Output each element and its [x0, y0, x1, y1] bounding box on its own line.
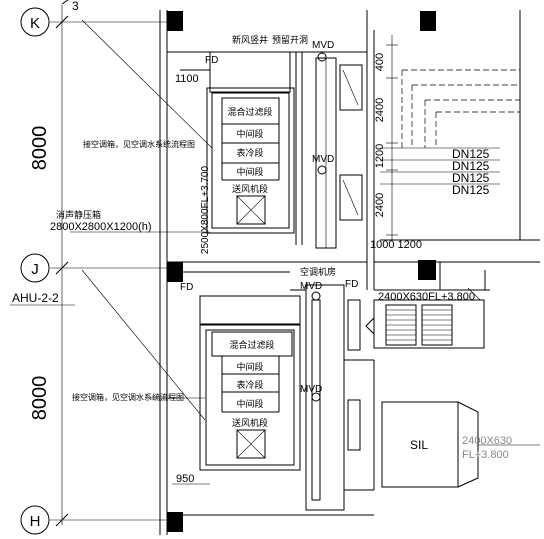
fd-label-1: FD	[205, 55, 218, 66]
axis-bubble-k: K	[20, 7, 50, 37]
equip-opening-label: 预留开洞	[272, 34, 308, 45]
upper-cooling-section: 表冷段	[236, 147, 263, 158]
ac-room-label: 空调机房	[300, 266, 336, 277]
upper-middle-section-1: 中间段	[236, 128, 263, 139]
axis-bubble-j: J	[20, 253, 50, 283]
mvd-label-2: MVD	[312, 154, 334, 165]
mvd-label-3: MVD	[300, 281, 322, 292]
lower-ducts	[290, 284, 485, 511]
pipe-dn125-2: DN125	[452, 159, 490, 173]
mvd-label-4: MVD	[300, 384, 322, 395]
fd-label-2: FD	[180, 282, 193, 293]
note-upper-ahu-connection: 接空调箱，见空调水系统流程图	[83, 139, 195, 149]
pipe-dn125-4: DN125	[452, 183, 490, 197]
duct-size-right-2-elevation: FL+3.800	[462, 449, 509, 461]
pipe-dn125-3: DN125	[452, 171, 490, 185]
silencer-label: SIL	[410, 438, 428, 452]
upper-mixed-filter-section: 混合过滤段	[227, 106, 272, 117]
upper-fan-section: 送风机段	[232, 183, 268, 194]
chilled-water-pipes	[380, 69, 520, 185]
upper-ducts	[180, 51, 363, 249]
structural-columns	[167, 11, 436, 532]
dimension-2400-b: 2400	[374, 193, 386, 217]
lower-middle-section-1: 中间段	[236, 361, 263, 372]
dimension-2400-a: 2400	[374, 98, 386, 122]
duct-size-right-1-leader	[467, 287, 481, 301]
bay-dimension-upper: 8000	[29, 126, 51, 171]
duct-size-vertical: 2500X800FL+3.700	[200, 165, 211, 254]
axis-bubble-h: H	[20, 505, 50, 535]
pipe-dn125-1: DN125	[452, 147, 490, 161]
dimension-1200: 1200	[374, 144, 386, 168]
note-leaders	[70, 19, 213, 421]
lower-middle-section-2: 中间段	[236, 398, 263, 409]
duct-size-right-2: 2400X630	[462, 435, 512, 447]
lower-cooling-section: 表冷段	[236, 379, 263, 390]
axis-partial-label: 3	[72, 0, 79, 13]
lower-ahu	[199, 295, 301, 471]
dimension-1100: 1100	[175, 73, 199, 85]
note-lower-ahu-connection: 接空调箱，见空调水系统流程图	[72, 392, 184, 402]
bay-dimension-lower: 8000	[29, 376, 51, 421]
dimension-400: 400	[374, 53, 386, 71]
upper-middle-section-2: 中间段	[236, 166, 263, 177]
silencer-sil	[381, 401, 540, 488]
supply-shaft-label: 新风竖井	[232, 34, 268, 45]
dimension-1000-1200: 1000 1200	[370, 239, 422, 251]
mvd-label-1: MVD	[312, 40, 334, 51]
axis-label-h: H	[30, 513, 41, 530]
right-dim-strip	[386, 35, 398, 240]
dimension-950: 950	[176, 473, 194, 485]
fd-label-3: FD	[345, 279, 358, 290]
silencer-box-title: 消声静压箱	[56, 209, 101, 220]
axis-grid	[50, 0, 175, 527]
silencer-box-size: 2800X2800X1200(h)	[50, 221, 152, 233]
lower-fan-section: 送风机段	[232, 417, 268, 428]
upper-ahu	[206, 87, 295, 234]
axis-label-k: K	[30, 15, 40, 32]
axis-label-j: J	[31, 261, 39, 278]
ahu-tag: AHU-2-2	[12, 291, 59, 305]
duct-size-right-1: 2400X630FL+3.800	[378, 291, 475, 303]
lower-mixed-filter-section: 混合过滤段	[229, 339, 274, 350]
